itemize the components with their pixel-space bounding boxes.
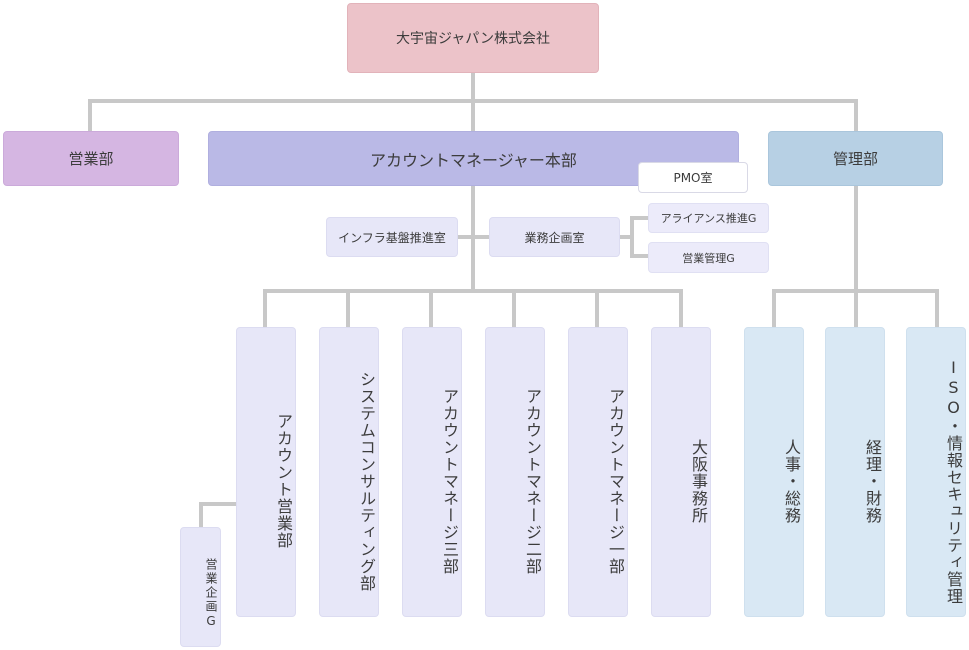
biz-planning-office-label: 業務企画室: [524, 230, 585, 245]
sales-planning-group-node: 営業企画G: [180, 527, 221, 647]
sub-unit-node: 大阪事務所: [651, 327, 711, 617]
sales-mgmt-group-label: 営業管理G: [682, 251, 735, 265]
sub-unit-label: アカウント営業部: [274, 413, 293, 549]
sales-dept-node: 営業部: [3, 131, 179, 186]
sub-unit-node: アカウントマネージ一部: [568, 327, 628, 617]
account-mgmt-hq-node: アカウントマネージャー本部: [208, 131, 739, 186]
account-mgmt-hq-label: アカウントマネージャー本部: [370, 150, 577, 170]
company-label: 大宇宙ジャパン株式会社: [396, 31, 550, 47]
sales-dept-label: 営業部: [68, 150, 114, 168]
pmo-node: PMO室: [638, 162, 748, 193]
sub-unit-label: システムコンサルティング部: [357, 370, 376, 592]
sub-unit-label: アカウントマネージ一部: [606, 387, 625, 575]
admin-unit-label: 人事・総務: [782, 438, 801, 524]
company-node: 大宇宙ジャパン株式会社: [347, 3, 599, 73]
admin-unit-node: 人事・総務: [744, 327, 804, 617]
alliance-group-node: アライアンス推進G: [648, 203, 769, 233]
sub-unit-label: 大阪事務所: [689, 438, 708, 524]
sub-unit-node: アカウント営業部: [236, 327, 296, 617]
management-dept-label: 管理部: [832, 150, 878, 168]
infra-office-node: インフラ基盤推進室: [326, 217, 458, 257]
sub-unit-label: アカウントマネージ三部: [440, 387, 459, 575]
biz-planning-office-node: 業務企画室: [489, 217, 620, 257]
pmo-label: PMO室: [673, 171, 713, 185]
sub-unit-node: システムコンサルティング部: [319, 327, 379, 617]
sales-mgmt-group-node: 営業管理G: [648, 242, 769, 273]
sub-unit-node: アカウントマネージ二部: [485, 327, 545, 617]
admin-unit-node: ISO・情報セキュリティ管理: [906, 327, 966, 617]
admin-unit-label: 経理・財務: [863, 438, 882, 524]
sub-unit-node: アカウントマネージ三部: [402, 327, 462, 617]
admin-unit-node: 経理・財務: [825, 327, 885, 617]
management-dept-node: 管理部: [768, 131, 943, 186]
admin-unit-label: ISO・情報セキュリティ管理: [944, 357, 963, 605]
sales-planning-group-label: 営業企画G: [204, 558, 218, 630]
infra-office-label: インフラ基盤推進室: [338, 230, 446, 245]
alliance-group-label: アライアンス推進G: [660, 212, 757, 225]
sub-unit-label: アカウントマネージ二部: [523, 387, 542, 575]
